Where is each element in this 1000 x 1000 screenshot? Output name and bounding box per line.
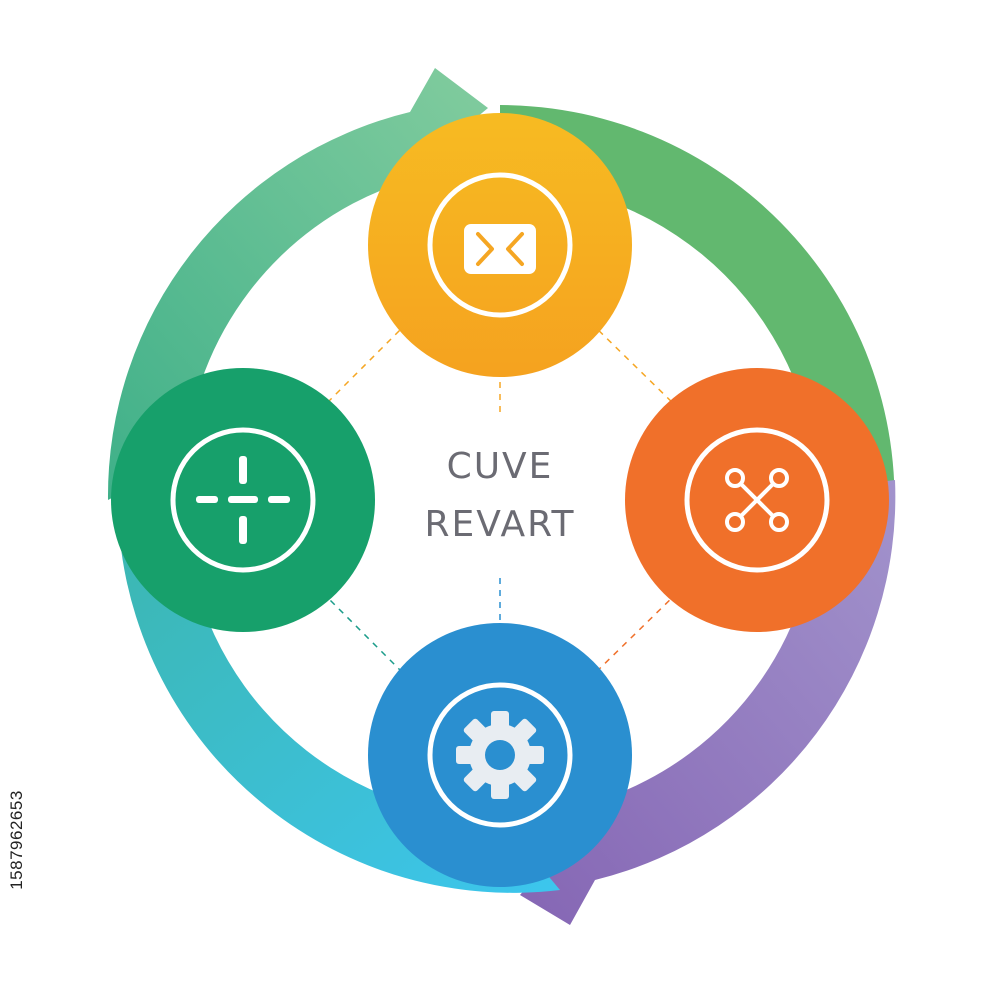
stock-id-label: 1587962653 — [2, 740, 32, 940]
connector-top-right — [589, 321, 679, 409]
connector-top-left — [321, 321, 409, 409]
envelope-icon — [464, 224, 536, 274]
diagram-title-line-2: REVART — [424, 504, 576, 545]
node-left — [111, 368, 375, 632]
network-x-icon — [725, 468, 789, 532]
connector-right-bottom — [589, 591, 679, 679]
node-top — [368, 113, 632, 377]
gear-icon — [456, 711, 544, 799]
crosshair-icon — [196, 456, 290, 544]
stock-id-text: 1587962653 — [7, 790, 26, 890]
node-bottom — [368, 623, 632, 887]
node-right — [625, 368, 889, 632]
connector-left-bottom — [321, 591, 409, 679]
diagram-title-line-1: CUVE — [446, 446, 554, 487]
connector-lines — [321, 321, 679, 679]
